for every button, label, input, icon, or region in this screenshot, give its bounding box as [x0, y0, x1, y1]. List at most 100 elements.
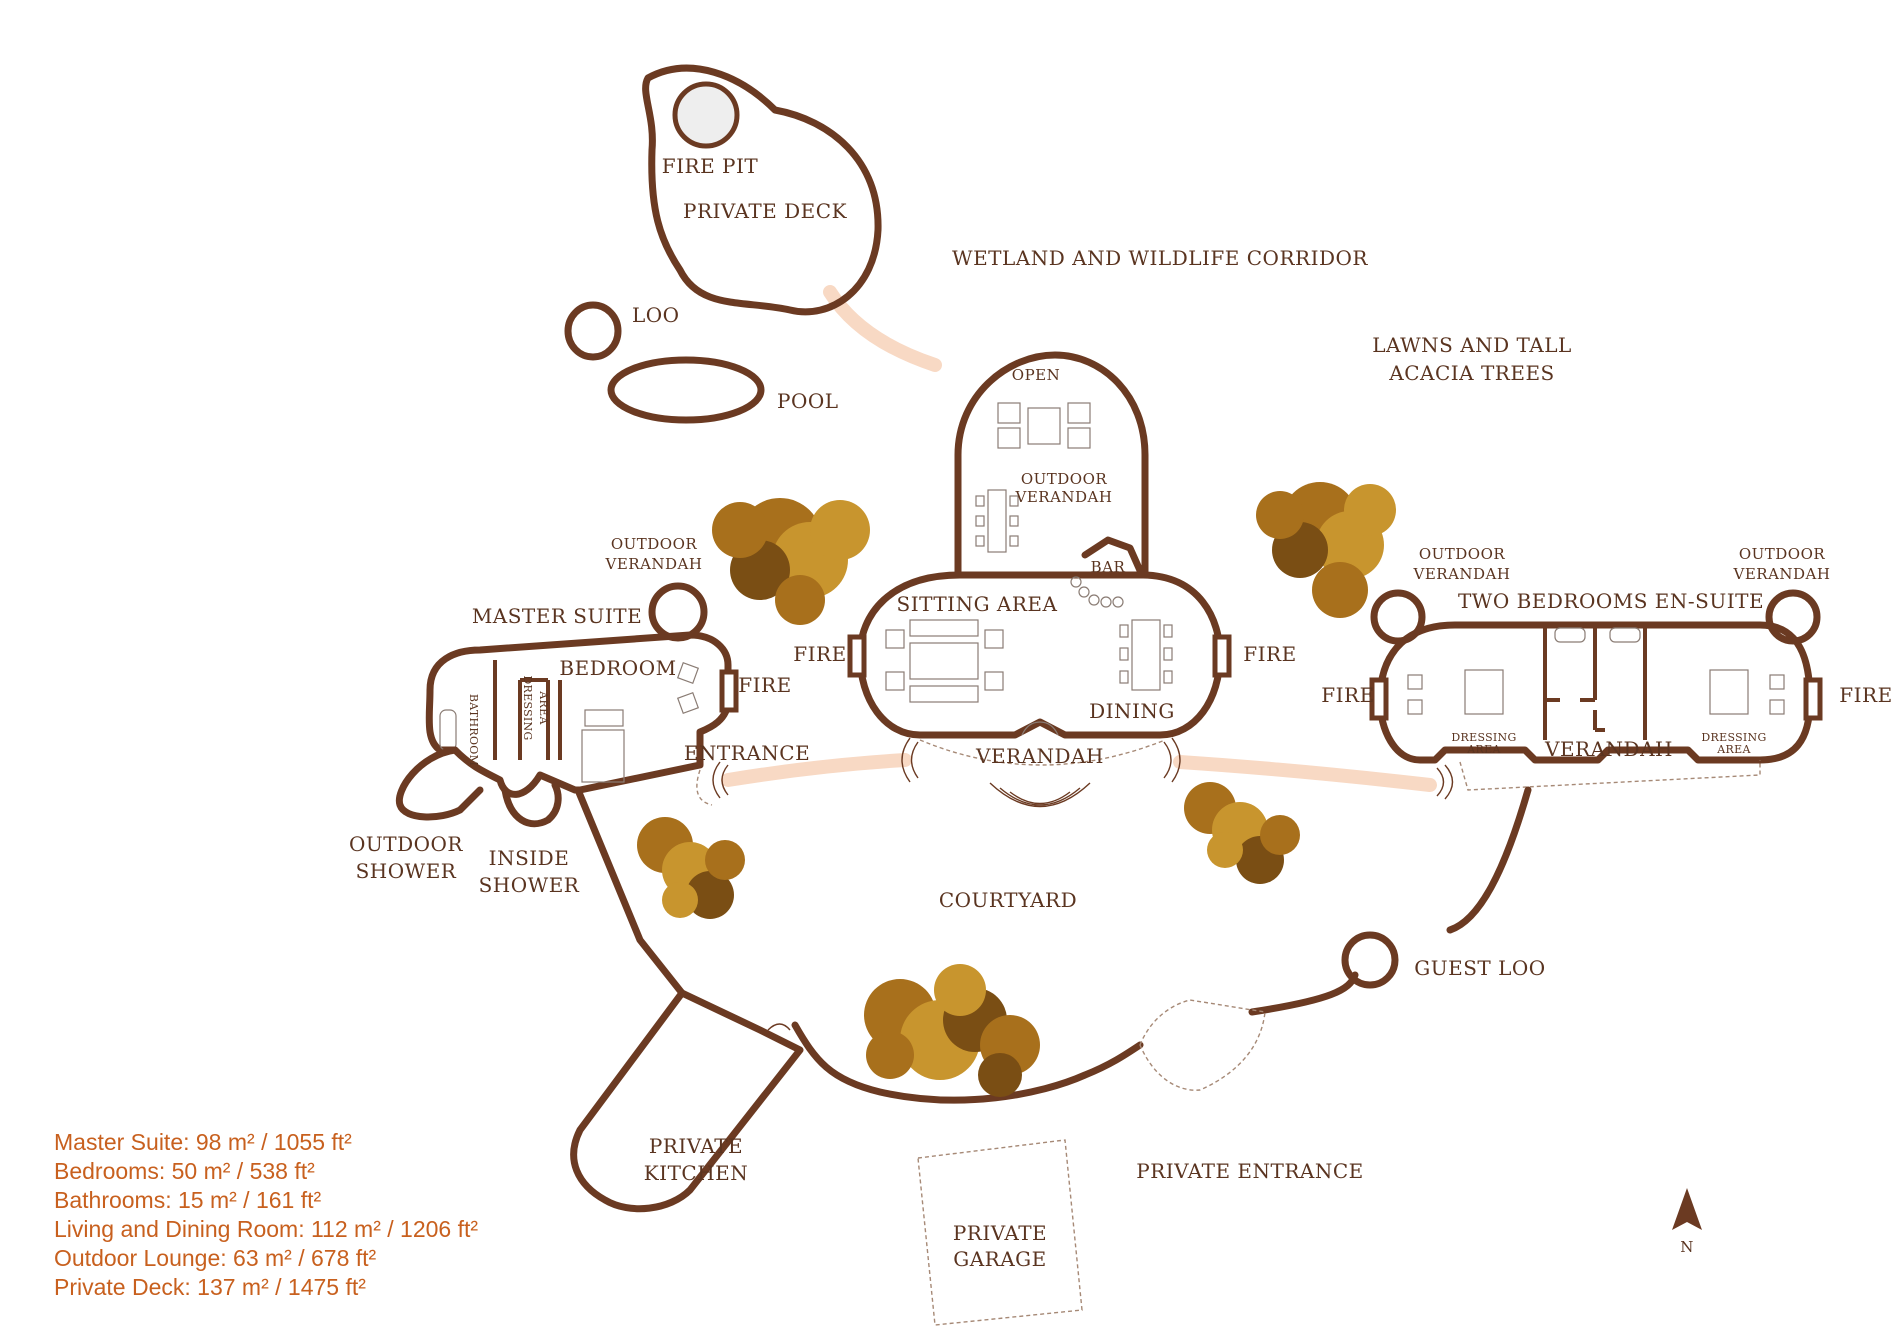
- outdoor-shower-outline: [395, 746, 484, 821]
- label-private-garage-2: GARAGE: [953, 1247, 1047, 1271]
- verandah-center-dashed: [919, 739, 1166, 766]
- label-private-entrance: PRIVATE ENTRANCE: [1136, 1159, 1364, 1183]
- north-label: N: [1680, 1238, 1694, 1256]
- guest-bathtubs: [1554, 627, 1641, 643]
- label-inside-shower-1: INSIDE: [489, 846, 570, 870]
- guest-outdoor-verandah-right: [1765, 589, 1821, 645]
- label-outdoor-verandah-center-1: OUTDOOR: [1021, 470, 1108, 488]
- label-verandah-guest: VERANDAH: [1544, 737, 1673, 761]
- label-outdoor-verandah-guest-right-2: VERANDAH: [1733, 565, 1831, 583]
- master-entrance-dashed: [696, 769, 713, 806]
- label-outdoor-verandah-center-2: VERANDAH: [1015, 488, 1113, 506]
- outdoor-verandah-pavilion: [954, 351, 1149, 579]
- tree-courtyard-south: [864, 964, 1040, 1097]
- private-garage-dashed: [917, 1139, 1083, 1326]
- label-dressing-guest-left-2: AREA: [1466, 743, 1501, 756]
- label-bar: BAR: [1091, 558, 1126, 576]
- label-bathroom: BATHROOM: [467, 694, 480, 766]
- bar-stools: [1070, 576, 1124, 608]
- label-inside-shower-2: SHOWER: [479, 873, 580, 897]
- label-verandah-center: VERANDAH: [975, 744, 1104, 768]
- path-entrance-west: [721, 753, 912, 787]
- courtyard-wall-west: [574, 786, 686, 997]
- guest-beds: [1464, 669, 1749, 715]
- stat-bathrooms: Bathrooms: 15 m² / 161 ft²: [54, 1187, 322, 1213]
- label-dressing-master-1: DRESSING: [521, 675, 534, 740]
- label-outdoor-shower-2: SHOWER: [356, 859, 457, 883]
- dining-furniture: [1119, 619, 1173, 691]
- private-kitchen-outline: [570, 989, 804, 1213]
- courtyard-wall-south: [791, 1021, 1144, 1104]
- label-bedroom: BEDROOM: [559, 656, 676, 680]
- outdoor-dining-chairs: [975, 495, 1019, 547]
- label-lawns-2: ACACIA TREES: [1388, 361, 1555, 385]
- label-pool: POOL: [777, 389, 839, 413]
- fire-pit: [672, 81, 740, 149]
- master-sofa: [584, 709, 624, 727]
- guest-chairs: [1407, 674, 1785, 715]
- pool-outline: [607, 356, 765, 424]
- label-private-kitchen-1: PRIVATE: [649, 1134, 743, 1158]
- stat-private-deck: Private Deck: 137 m² / 1475 ft²: [54, 1274, 366, 1300]
- private-entrance-dashed: [1139, 999, 1266, 1091]
- label-entrance: ENTRANCE: [684, 741, 810, 765]
- label-private-garage-1: PRIVATE: [953, 1221, 1047, 1245]
- guest-outdoor-verandah-left: [1370, 589, 1426, 645]
- label-sitting-area: SITTING AREA: [897, 592, 1058, 616]
- master-chairs: [676, 661, 700, 715]
- label-outdoor-verandah-guest-left-2: VERANDAH: [1413, 565, 1511, 583]
- label-dressing-guest-left-1: DRESSING: [1451, 731, 1516, 744]
- label-fire-guest-left: FIRE: [1321, 683, 1374, 707]
- stat-outdoor-lounge: Outdoor Lounge: 63 m² / 678 ft²: [54, 1245, 377, 1271]
- label-two-bedrooms: TWO BEDROOMS EN-SUITE: [1458, 589, 1764, 613]
- inside-shower-outline: [501, 781, 562, 828]
- label-private-kitchen-2: KITCHEN: [644, 1161, 749, 1185]
- courtyard-wall-east: [1248, 971, 1359, 1016]
- area-stats: Master Suite: 98 m² / 1055 ft² Bedrooms:…: [54, 1128, 478, 1302]
- label-outdoor-shower-1: OUTDOOR: [349, 832, 463, 856]
- tree-northwest: [712, 498, 870, 625]
- label-open: OPEN: [1012, 366, 1060, 384]
- entrance-arcs: [712, 737, 1454, 808]
- master-interior-walls: [493, 660, 562, 760]
- stat-living-dining: Living and Dining Room: 112 m² / 1206 ft…: [54, 1216, 479, 1242]
- courtyard-wall-guestwing: [1446, 786, 1532, 934]
- master-bed: [581, 729, 625, 783]
- guest-verandah-dashed: [1459, 760, 1761, 791]
- guest-loo-outline: [1341, 931, 1399, 989]
- label-fire-living-left: FIRE: [793, 642, 846, 666]
- sitting-area-furniture: [885, 619, 1004, 703]
- label-outdoor-verandah-guest-left-1: OUTDOOR: [1419, 545, 1506, 563]
- label-outdoor-verandah-master-1: OUTDOOR: [611, 535, 698, 553]
- path-deck: [823, 285, 942, 372]
- outdoor-dining-table: [987, 489, 1007, 553]
- tree-courtyard-east: [1184, 782, 1300, 884]
- north-arrow-icon: [1672, 1188, 1702, 1230]
- master-outdoor-verandah: [648, 582, 708, 642]
- stat-bedrooms: Bedrooms: 50 m² / 538 ft²: [54, 1158, 315, 1184]
- label-dressing-master-2: AREA: [537, 690, 550, 725]
- fire-living-left: [847, 634, 867, 678]
- label-fire-pit: FIRE PIT: [662, 154, 759, 178]
- label-outdoor-verandah-guest-right-1: OUTDOOR: [1739, 545, 1826, 563]
- guest-interior-walls: [1543, 625, 1647, 740]
- fire-living-right: [1212, 634, 1232, 678]
- bar-counter: [1081, 536, 1146, 579]
- label-fire-master: FIRE: [738, 673, 791, 697]
- master-bathtub: [439, 709, 457, 751]
- label-dressing-guest-right-2: AREA: [1716, 743, 1751, 756]
- kitchen-door-arc: [767, 1023, 791, 1031]
- loo-outline: [564, 301, 622, 361]
- tree-northeast: [1256, 482, 1396, 618]
- path-entrance-east: [1173, 755, 1437, 792]
- open-lounge-furniture: [997, 402, 1091, 449]
- guest-wing-outline: [1376, 621, 1814, 764]
- label-dining: DINING: [1089, 699, 1175, 723]
- living-door: [1021, 721, 1059, 736]
- stat-master-suite: Master Suite: 98 m² / 1055 ft²: [54, 1129, 352, 1155]
- tree-courtyard-west: [637, 817, 745, 919]
- label-master-suite: MASTER SUITE: [472, 604, 642, 628]
- label-loo: LOO: [632, 303, 680, 327]
- private-deck-outline: [642, 64, 882, 316]
- label-fire-living-right: FIRE: [1243, 642, 1296, 666]
